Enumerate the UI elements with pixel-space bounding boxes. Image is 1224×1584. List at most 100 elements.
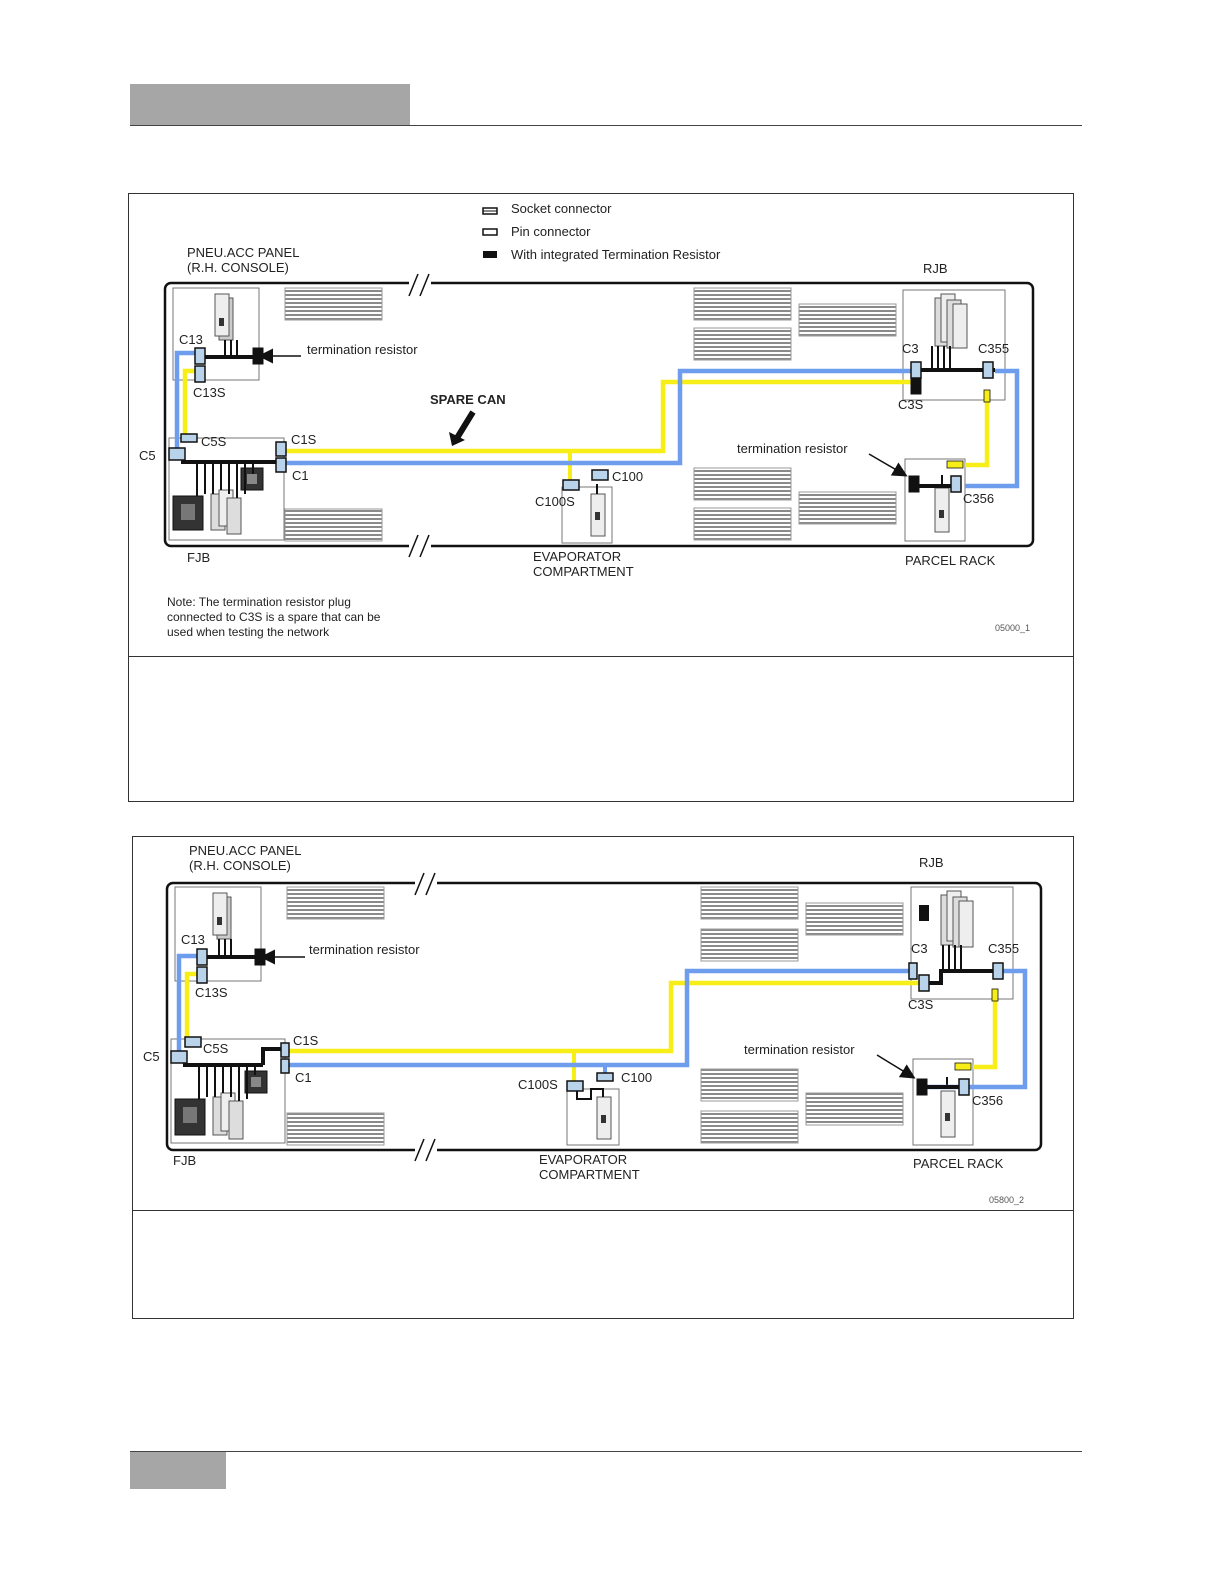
seat-2-front-right — [286, 1112, 385, 1146]
connector-c3 — [910, 361, 922, 379]
figure-2-caption-area — [133, 1210, 1073, 1318]
figure-1: Socket connector Pin connector With inte… — [128, 193, 1074, 802]
fjb-module-icon — [172, 467, 264, 535]
evaporator-label-2: EVAPORATOR — [539, 1152, 627, 1167]
connector-c13s — [194, 365, 206, 383]
evaporator-sublabel-2: COMPARTMENT — [539, 1167, 640, 1182]
legend-socket-label: Socket connector — [511, 201, 612, 216]
can-network-diagram-2: PNEU.ACC PANEL (R.H. CONSOLE) RJB FJB PA… — [143, 843, 1043, 1205]
can-high-2-rjb-parcel — [973, 993, 998, 1070]
c100s-label-2: C100S — [518, 1077, 558, 1092]
c356-label: C356 — [963, 491, 994, 506]
c3s-label: C3S — [898, 397, 924, 412]
evaporator-module-icon — [590, 493, 606, 537]
spare-can-arrow — [454, 410, 476, 440]
can-low-2-main — [289, 968, 915, 1068]
connector-c356 — [950, 475, 962, 493]
c355-label-2: C355 — [988, 941, 1019, 956]
connector-2-c356 — [958, 1078, 970, 1096]
c1-label: C1 — [292, 468, 309, 483]
seat-2-mid-left-1 — [700, 886, 799, 920]
connector-2-c3s — [918, 974, 930, 992]
legend-pin-label: Pin connector — [511, 224, 591, 239]
parcel-rack-label-2: PARCEL RACK — [913, 1156, 1004, 1171]
figure-id-1: 05000_1 — [995, 623, 1030, 633]
seat-2-mid-right-2 — [700, 1110, 799, 1144]
connector-2-c3 — [908, 962, 918, 980]
bus-2-rjb — [929, 969, 1001, 985]
seat-mid-right-2 — [693, 507, 792, 541]
seat-rear-right — [798, 491, 897, 525]
seat-2-front-left — [286, 886, 385, 920]
connector-2-c100s — [566, 1080, 584, 1092]
connector-2-c1s — [280, 1042, 290, 1058]
rjb-label: RJB — [923, 261, 948, 276]
can-high-rjb-parcel — [965, 394, 990, 468]
connector-2-c1 — [280, 1058, 290, 1074]
connector-2-c5s — [184, 1036, 202, 1048]
c5s-label-2: C5S — [203, 1041, 229, 1056]
legend-termination-icon — [483, 251, 497, 258]
connector-c13 — [194, 347, 206, 365]
connector-c3s — [910, 377, 922, 395]
fjb-label: FJB — [187, 550, 210, 565]
rjb-label-2: RJB — [919, 855, 944, 870]
seat-rear-left — [798, 303, 897, 337]
connector-2-c355 — [992, 962, 1004, 980]
connector-c100s — [562, 479, 580, 491]
note-line-3: used when testing the network — [167, 625, 330, 639]
parcel-rack-module-icon-2 — [940, 1090, 956, 1138]
legend-termination-label: With integrated Termination Resistor — [511, 247, 721, 262]
connector-2-c13 — [196, 948, 208, 966]
termination-arrow-2-right — [876, 1054, 916, 1079]
c1s-label-2: C1S — [293, 1033, 319, 1048]
connector-2-c13s — [196, 966, 208, 984]
pneu-panel-sublabel: (R.H. CONSOLE) — [187, 260, 289, 275]
header-rule — [130, 125, 1082, 126]
termination-resistor-parcel — [908, 475, 920, 493]
c100s-label: C100S — [535, 494, 575, 509]
evaporator-loop — [576, 1088, 604, 1100]
seat-mid-right-1 — [693, 467, 792, 501]
seat-mid-left-2 — [693, 327, 792, 361]
seat-front-left — [284, 287, 383, 321]
can-high-2-main — [289, 980, 925, 1054]
can-low-main — [286, 368, 915, 466]
can-high-main — [286, 379, 915, 454]
seat-mid-left-1 — [693, 287, 792, 321]
c5s-label: C5S — [201, 434, 227, 449]
evaporator-module-icon-2 — [596, 1096, 612, 1140]
connector-2-c100 — [596, 1072, 614, 1082]
connector-c5 — [168, 447, 186, 461]
termination-resistor-2-parcel — [916, 1078, 928, 1096]
connector-c355 — [982, 361, 994, 379]
pneu-panel-sublabel-2: (R.H. CONSOLE) — [189, 858, 291, 873]
footer-block — [130, 1452, 226, 1489]
c13s-label: C13S — [193, 385, 226, 400]
pneu-panel-module-icon-2 — [212, 892, 232, 940]
spare-can-label: SPARE CAN — [430, 392, 506, 407]
fjb-label-2: FJB — [173, 1153, 196, 1168]
seat-2-mid-right-1 — [700, 1068, 799, 1102]
fjb-module-icon-2 — [174, 1070, 268, 1140]
rjb-module-icon — [934, 293, 968, 349]
termination-resistor-label-2-right: termination resistor — [744, 1042, 855, 1057]
note-line-1: Note: The termination resistor plug — [167, 595, 351, 609]
c13-label-2: C13 — [181, 932, 205, 947]
termination-resistor-label-right: termination resistor — [737, 441, 848, 456]
c1-label-2: C1 — [295, 1070, 312, 1085]
evaporator-label: EVAPORATOR — [533, 549, 621, 564]
pneu-panel-label: PNEU.ACC PANEL — [187, 245, 299, 260]
c100-label: C100 — [612, 469, 643, 484]
connector-c1s — [275, 441, 287, 457]
parcel-rack-module-icon — [934, 487, 950, 533]
spare-termination-plug — [919, 905, 929, 921]
c3s-label-2: C3S — [908, 997, 934, 1012]
seat-front-right — [284, 508, 383, 542]
c3-label-2: C3 — [911, 941, 928, 956]
can-low-rjb-parcel — [965, 368, 1020, 489]
c13-label: C13 — [179, 332, 203, 347]
figure-2: PNEU.ACC PANEL (R.H. CONSOLE) RJB FJB PA… — [132, 836, 1074, 1319]
seat-2-rear-right — [805, 1092, 904, 1126]
c1s-label: C1S — [291, 432, 317, 447]
